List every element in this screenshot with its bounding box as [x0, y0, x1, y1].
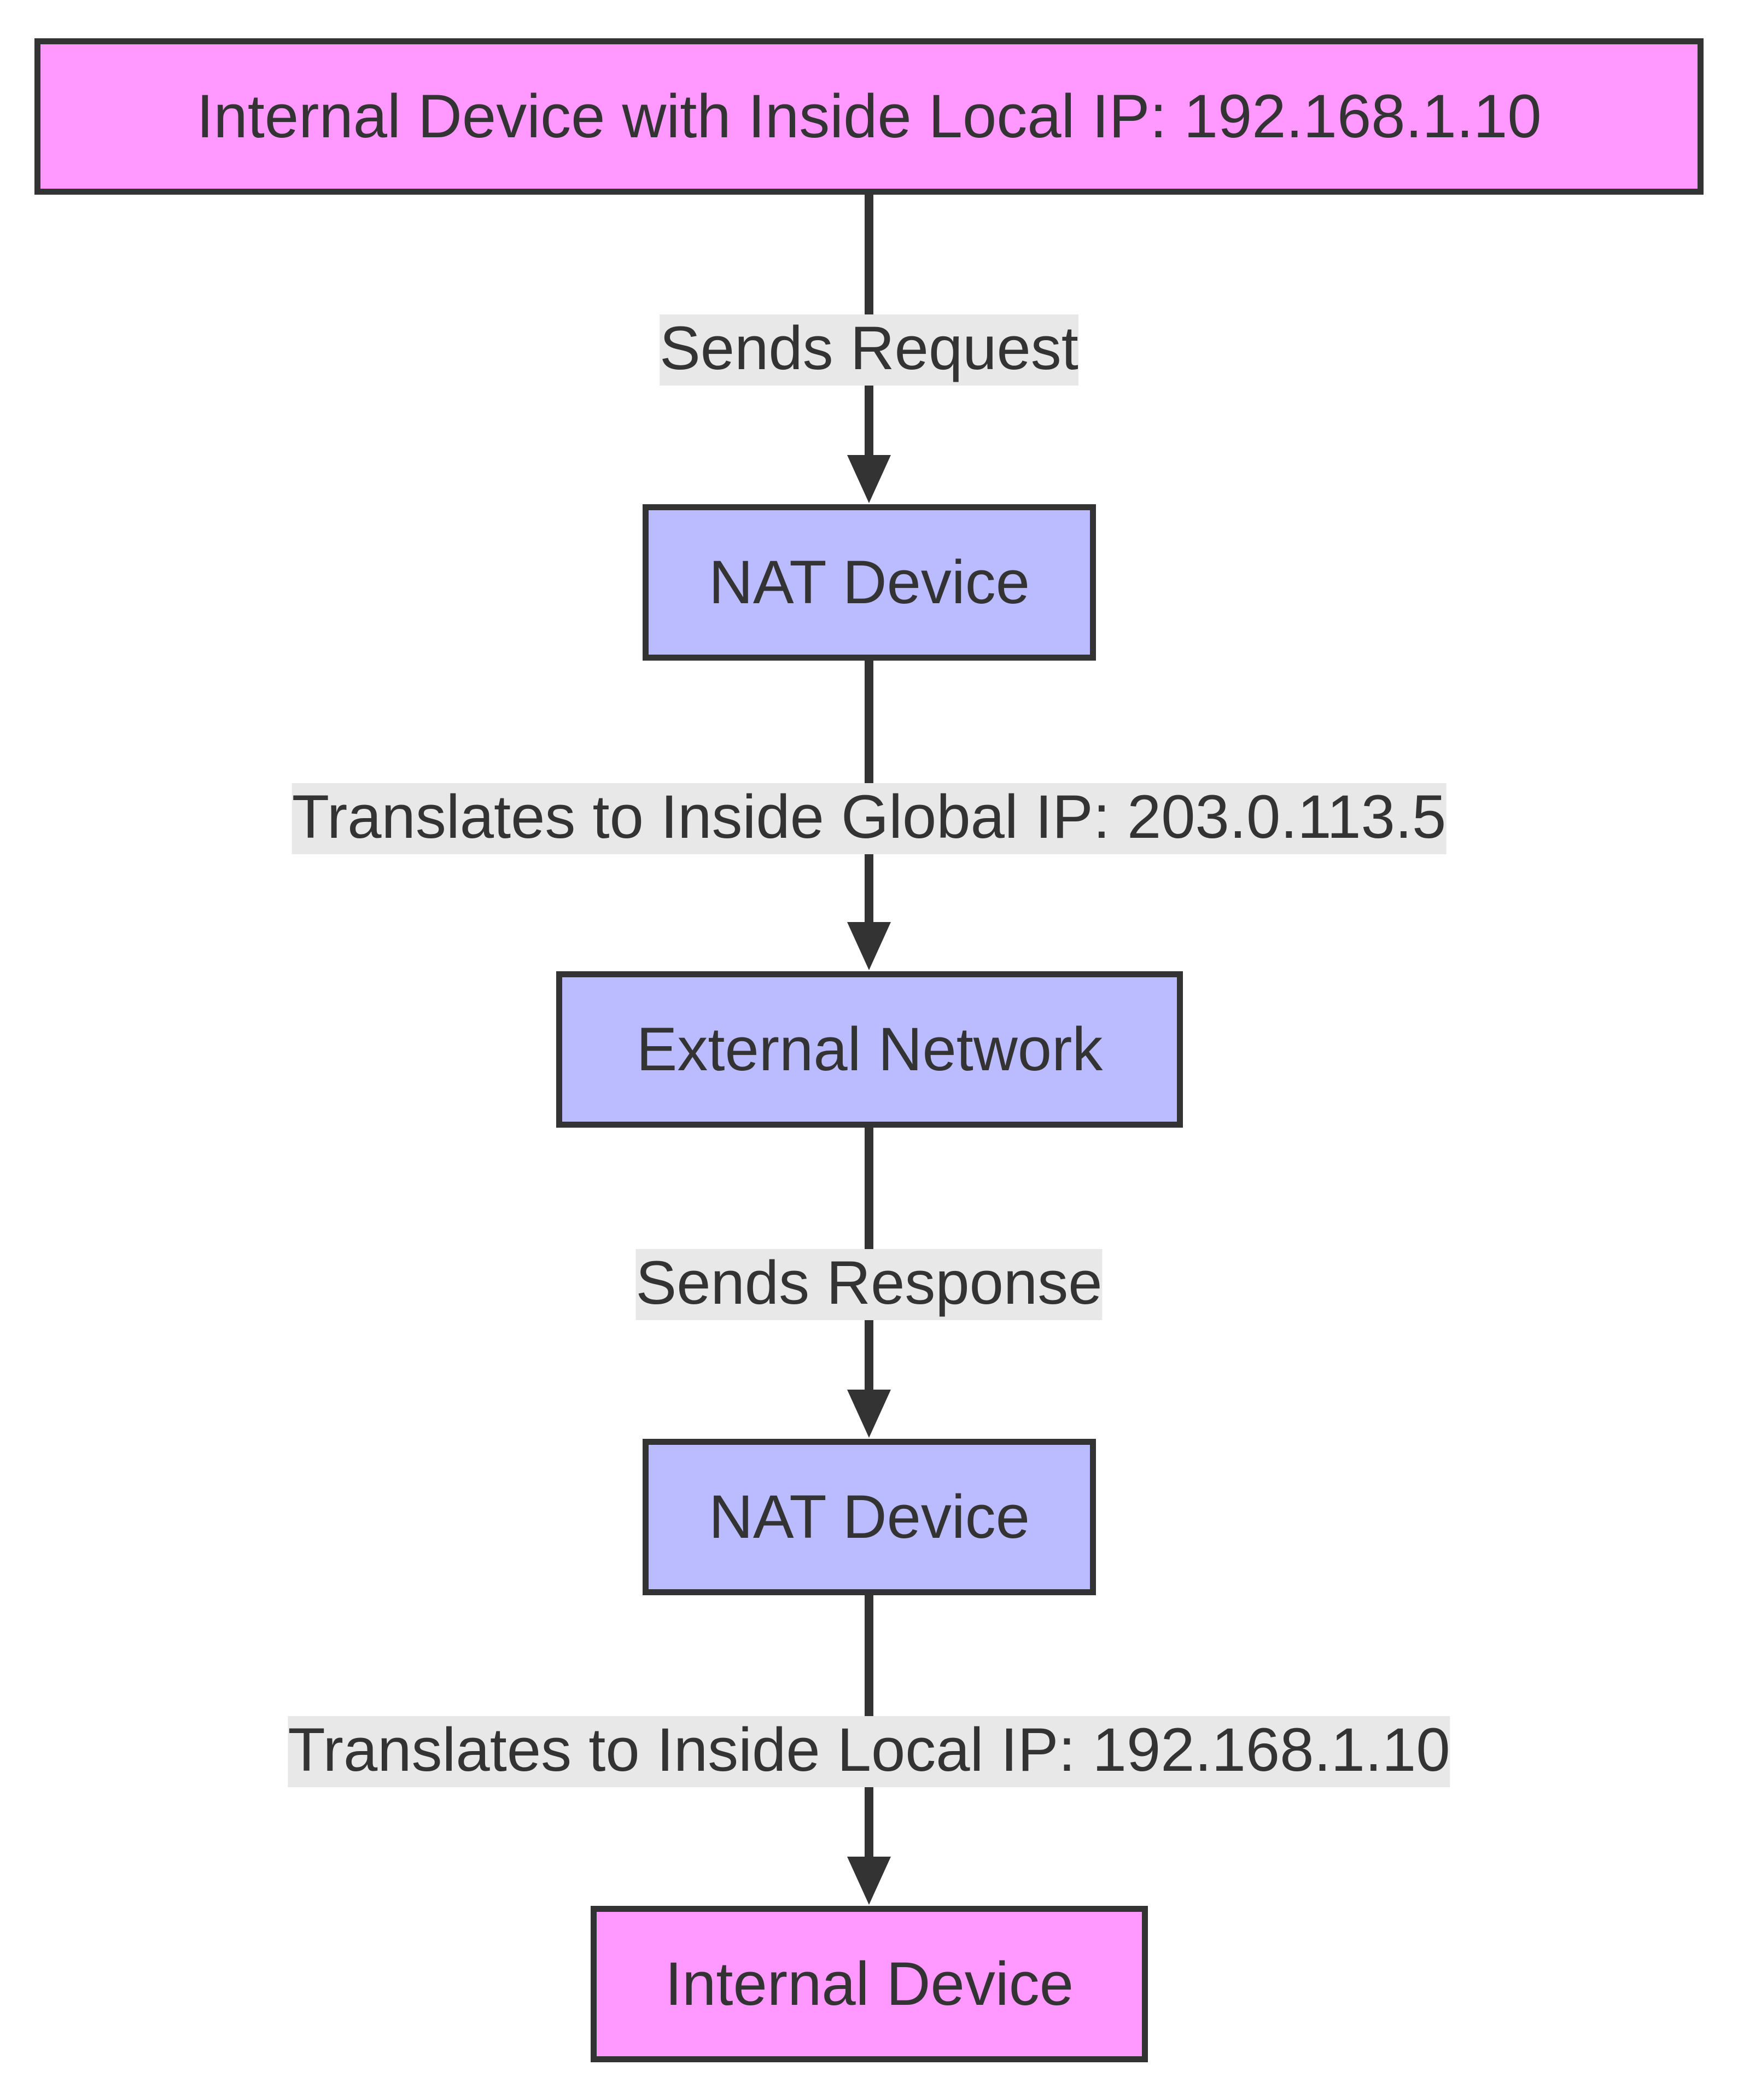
edge-arrowhead-3 — [847, 1390, 891, 1438]
edge-arrowhead-1 — [847, 455, 891, 503]
edge-label-translates-global: Translates to Inside Global IP: 203.0.11… — [291, 783, 1447, 854]
node-internal-device-destination: Internal Device — [591, 1906, 1148, 2062]
edge-arrowhead-4 — [847, 1857, 891, 1905]
edge-label-sends-request: Sends Request — [660, 314, 1078, 386]
edge-label-sends-response: Sends Response — [635, 1249, 1103, 1320]
node-internal-device-source: Internal Device with Inside Local IP: 19… — [34, 38, 1704, 195]
node-nat-device-outbound: NAT Device — [643, 504, 1096, 661]
edge-label-translates-local: Translates to Inside Local IP: 192.168.1… — [288, 1716, 1450, 1787]
edge-arrowhead-2 — [847, 922, 891, 970]
node-external-network: External Network — [556, 971, 1183, 1128]
node-nat-device-inbound: NAT Device — [643, 1439, 1096, 1595]
